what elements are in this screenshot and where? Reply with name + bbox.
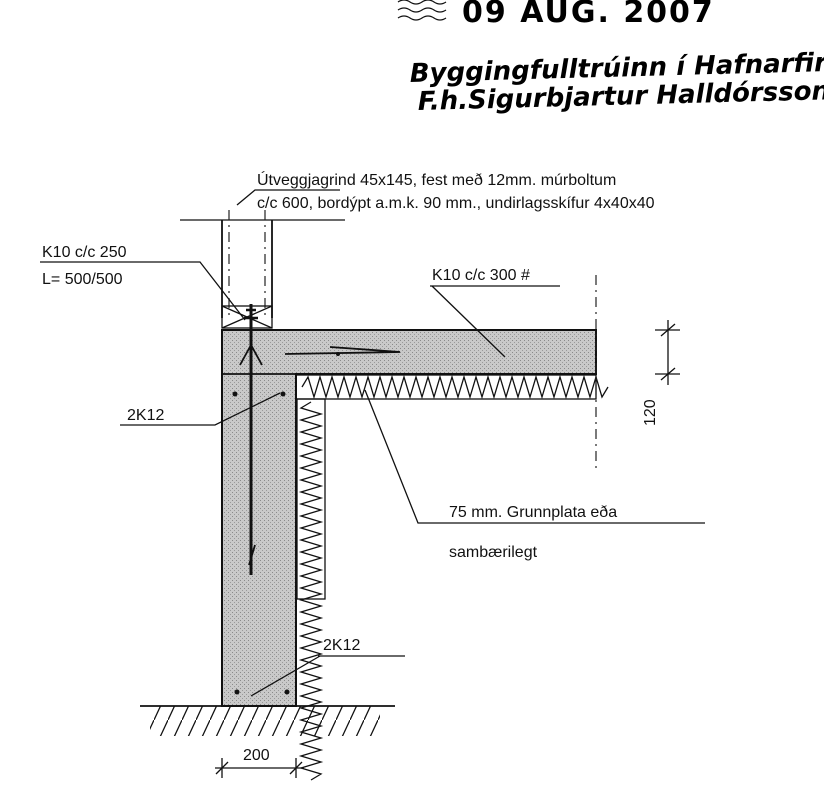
note-insulation-line2: sambærilegt bbox=[449, 544, 538, 561]
note-slab-rebar: K10 c/c 300 # bbox=[432, 267, 530, 284]
rebar-dot bbox=[284, 689, 290, 695]
note-anchor-line2: L= 500/500 bbox=[42, 271, 123, 288]
approval-stamp: 09 AUG. 2007 Byggingfulltrúinn í Hafnarf… bbox=[397, 0, 824, 117]
leader-lines bbox=[40, 189, 705, 697]
timber-wall-frame bbox=[180, 210, 345, 329]
wave-logo bbox=[397, 0, 447, 21]
note-wall-rebar-top: 2K12 bbox=[127, 407, 164, 424]
stamp-date: 09 AUG. 2007 bbox=[462, 0, 715, 30]
rebar-dot bbox=[280, 391, 286, 397]
dimension-wall-thickness bbox=[215, 758, 304, 778]
note-anchor-line1: K10 c/c 250 bbox=[42, 244, 127, 261]
note-wall-frame-line1: Útveggjagrind 45x145, fest með 12mm. múr… bbox=[257, 170, 616, 189]
dimension-slab-thickness bbox=[655, 320, 680, 385]
ground-hatch bbox=[150, 706, 380, 736]
structure bbox=[140, 210, 609, 781]
anchor-bolt bbox=[239, 304, 263, 575]
rebar-dot bbox=[232, 391, 238, 397]
dim-wall-thickness-label: 200 bbox=[243, 747, 270, 764]
insulation-under-slab bbox=[295, 374, 609, 400]
note-wall-frame-line2: c/c 600, bordýpt a.m.k. 90 mm., undirlag… bbox=[257, 195, 655, 212]
dim-slab-thickness-label: 120 bbox=[642, 399, 659, 426]
note-insulation-line1: 75 mm. Grunnplata eða bbox=[449, 504, 617, 521]
rebar-dot bbox=[234, 689, 240, 695]
note-wall-rebar-bottom: 2K12 bbox=[323, 637, 360, 654]
